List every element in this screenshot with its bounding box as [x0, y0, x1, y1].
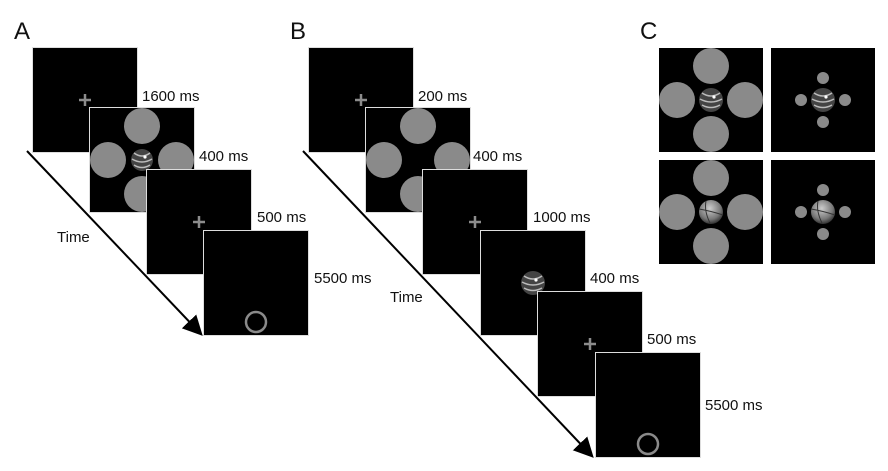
time-arrow-b: [302, 150, 594, 458]
panel-a-duration-2: 400 ms: [199, 148, 249, 165]
fixation-cross-icon: [469, 216, 481, 228]
textured-ball-icon: [521, 271, 545, 295]
panel-b-duration-2: 400 ms: [473, 148, 523, 165]
fixation-cross-icon: [355, 94, 367, 106]
panel-b-time-label: Time: [390, 289, 423, 306]
panel-a-duration-3: 500 ms: [257, 209, 307, 226]
panel-a-label: A: [14, 18, 31, 45]
placeholder-circles: [795, 184, 851, 240]
panel-c-tile-large-basketball: [658, 159, 764, 265]
response-circle-icon: [636, 432, 660, 456]
panel-b-label: B: [290, 18, 307, 45]
placeholder-circles: [795, 72, 851, 128]
basketball-icon: [810, 200, 836, 224]
panel-c-label: C: [640, 18, 658, 45]
panel-a-duration-4: 5500 ms: [314, 270, 372, 287]
panel-b-frame-2: [365, 107, 471, 213]
panel-c-tile-large-textured: [658, 47, 764, 153]
fixation-cross-icon: [79, 94, 91, 106]
panel-a-duration-1: 1600 ms: [142, 88, 200, 105]
placeholder-circles: [659, 160, 763, 264]
response-circle-icon: [244, 310, 268, 334]
panel-c-tile-small-textured: [770, 47, 876, 153]
panel-b-duration-5: 500 ms: [647, 331, 697, 348]
panel-b-frame-6: [595, 352, 701, 458]
fixation-cross-icon: [193, 216, 205, 228]
panel-c-tile-small-basketball: [770, 159, 876, 265]
panel-a-frame-4: [203, 230, 309, 336]
time-arrow-a: [26, 150, 203, 336]
panel-b-frame-5: [537, 291, 643, 397]
panel-a-time-label: Time: [57, 229, 90, 246]
panel-b-duration-1: 200 ms: [418, 88, 468, 105]
placeholder-circles: [659, 48, 763, 152]
textured-ball-icon: [699, 88, 723, 112]
textured-ball-icon: [811, 88, 835, 112]
textured-ball-icon: [131, 149, 153, 171]
fixation-cross-icon: [584, 338, 596, 350]
basketball-icon: [698, 200, 724, 224]
panel-b-duration-4: 400 ms: [590, 270, 640, 287]
panel-b-duration-3: 1000 ms: [533, 209, 591, 226]
panel-b-duration-6: 5500 ms: [705, 397, 763, 414]
